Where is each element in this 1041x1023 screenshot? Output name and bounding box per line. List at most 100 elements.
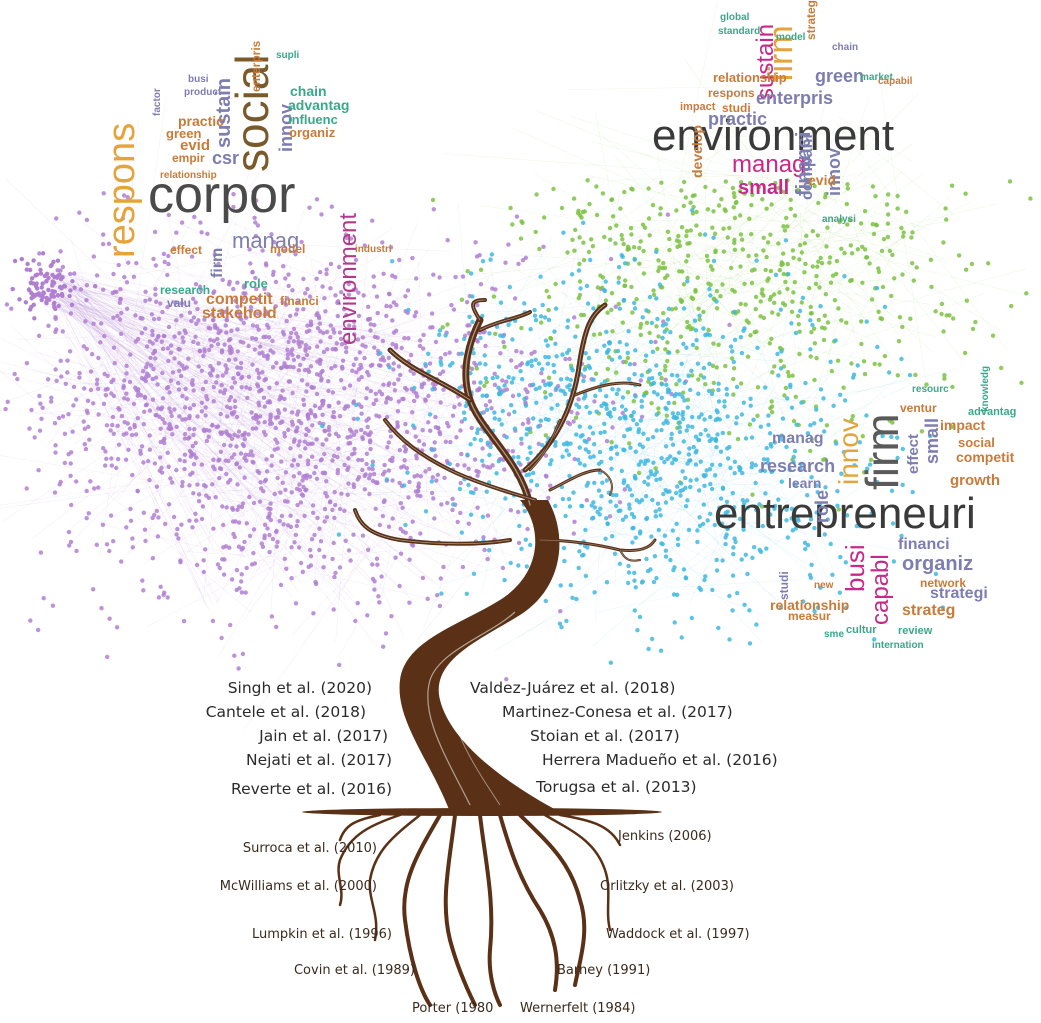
network-node	[413, 434, 418, 439]
network-node	[602, 379, 607, 384]
network-node	[684, 259, 689, 264]
network-node	[273, 304, 278, 309]
network-node	[326, 388, 331, 394]
network-node	[345, 404, 351, 409]
network-node	[256, 375, 262, 380]
network-edge	[222, 370, 447, 469]
network-node	[143, 365, 149, 370]
network-node	[336, 532, 342, 537]
network-node	[232, 452, 237, 457]
network-node	[260, 544, 266, 549]
network-node	[353, 356, 359, 361]
network-node	[639, 404, 644, 409]
network-node	[714, 306, 720, 311]
network-edge	[57, 297, 379, 589]
citation-label: Torugsa et al. (2013)	[535, 778, 697, 796]
network-node	[569, 409, 574, 415]
network-node	[678, 297, 683, 302]
network-node	[421, 332, 426, 338]
network-edge	[790, 236, 1024, 296]
network-node	[426, 420, 431, 425]
wordcloud-term: impact	[940, 417, 985, 433]
network-node	[734, 384, 740, 390]
network-node	[631, 514, 637, 520]
network-node	[57, 284, 63, 290]
network-node	[609, 307, 614, 312]
network-node	[788, 384, 793, 390]
network-node	[882, 304, 888, 310]
network-node	[467, 314, 472, 319]
network-node	[440, 369, 446, 374]
network-edge	[624, 392, 722, 457]
network-node	[553, 440, 558, 445]
network-edge	[202, 395, 355, 412]
network-node	[784, 444, 789, 450]
network-edge	[708, 126, 731, 141]
network-node	[110, 290, 115, 296]
network-node	[337, 264, 342, 270]
network-edge	[186, 327, 303, 331]
network-edge	[242, 273, 493, 622]
network-node	[3, 406, 8, 412]
network-node	[85, 398, 91, 403]
network-node	[714, 288, 719, 294]
network-node	[52, 300, 57, 306]
network-node	[255, 223, 261, 228]
network-node	[635, 628, 640, 633]
network-node	[799, 250, 804, 255]
network-node	[190, 525, 195, 530]
network-node	[753, 480, 758, 486]
network-node	[301, 484, 306, 490]
network-node	[779, 349, 784, 354]
network-node	[347, 323, 352, 328]
network-node	[536, 441, 541, 446]
network-node	[402, 483, 407, 488]
network-node	[764, 546, 769, 551]
network-node	[238, 365, 244, 371]
tree-illustration	[302, 298, 662, 1007]
network-node	[698, 432, 703, 437]
network-node	[101, 191, 106, 196]
network-node	[388, 304, 393, 309]
network-node	[159, 465, 164, 470]
network-node	[483, 343, 488, 349]
network-node	[772, 292, 777, 297]
network-node	[514, 214, 520, 219]
network-node	[120, 216, 126, 221]
network-node	[630, 526, 635, 531]
network-node	[498, 351, 503, 356]
network-node	[264, 311, 269, 317]
network-node	[670, 528, 675, 533]
network-node	[234, 444, 239, 449]
network-node	[352, 332, 357, 337]
network-node	[603, 298, 609, 303]
network-node	[942, 373, 947, 378]
network-node	[690, 373, 695, 378]
network-node	[616, 301, 621, 307]
network-node	[627, 487, 633, 492]
network-node	[307, 328, 312, 333]
network-node	[560, 496, 566, 502]
network-node	[318, 378, 324, 383]
network-node	[223, 323, 228, 328]
network-node	[465, 269, 470, 274]
network-node	[190, 443, 195, 449]
network-edge	[270, 432, 282, 621]
network-node	[214, 380, 219, 385]
network-node	[620, 410, 625, 416]
network-node	[12, 258, 18, 264]
network-node	[403, 449, 408, 454]
network-node	[523, 537, 528, 542]
network-node	[633, 348, 638, 353]
network-node	[345, 492, 350, 497]
network-node	[587, 410, 592, 415]
network-node	[845, 182, 850, 187]
network-node	[104, 423, 110, 428]
network-node	[834, 271, 839, 277]
network-node	[628, 445, 633, 450]
network-node	[690, 208, 695, 213]
network-node	[545, 343, 550, 348]
network-node	[818, 304, 823, 309]
network-node	[248, 305, 254, 310]
network-edge	[62, 297, 357, 352]
